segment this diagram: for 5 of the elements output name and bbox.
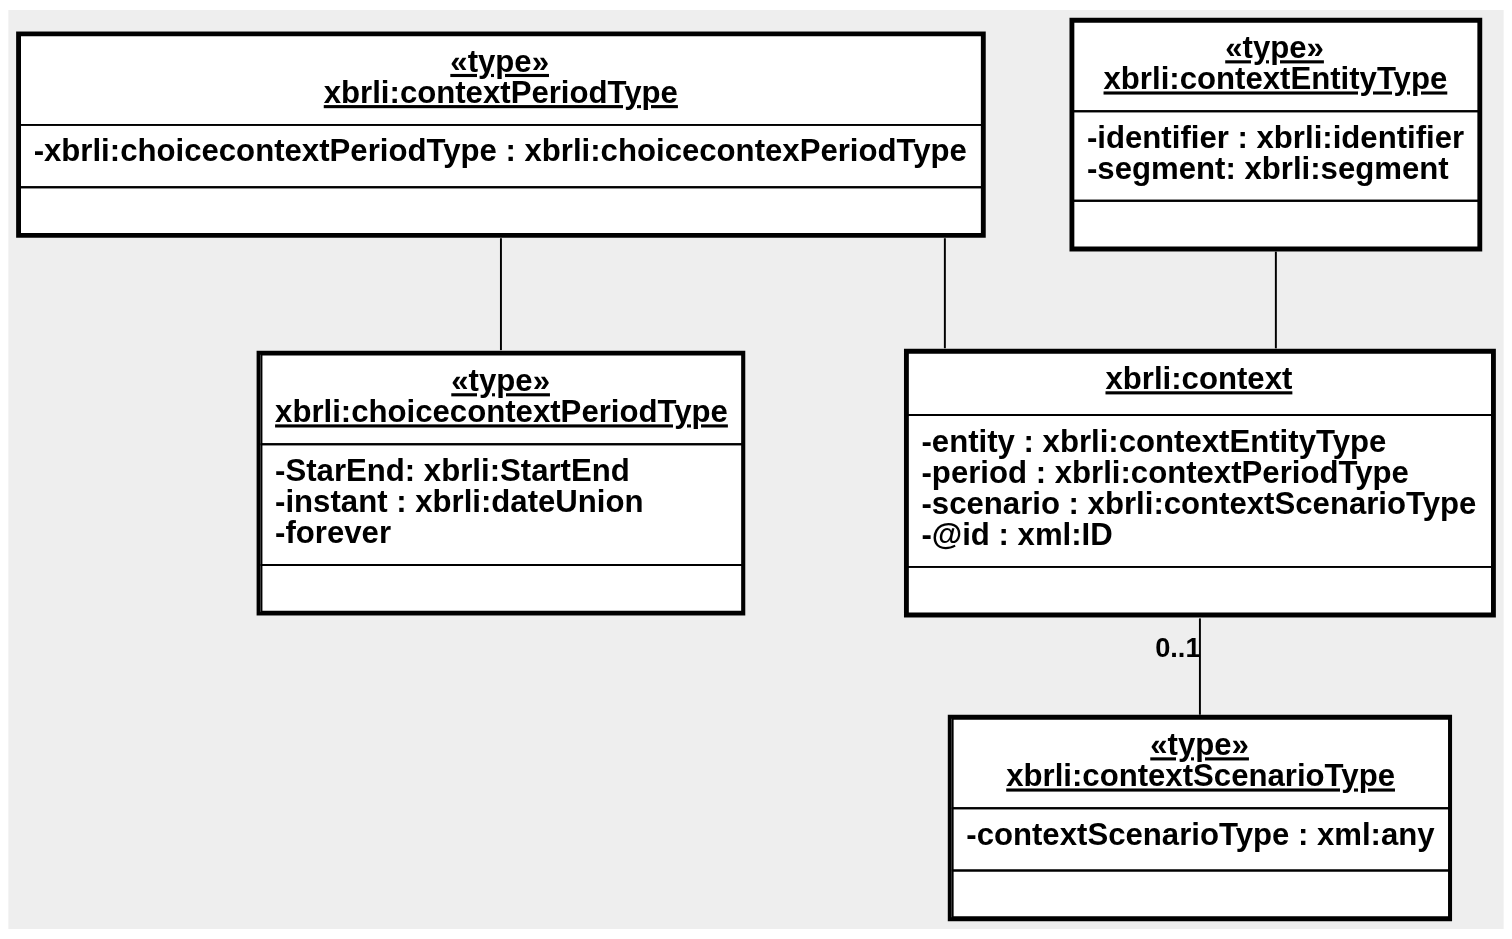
- connector: [1274, 250, 1277, 350]
- edge-label: 0..1: [1155, 632, 1201, 664]
- connector: [943, 237, 946, 350]
- connector: [1198, 617, 1201, 716]
- connector: [499, 237, 502, 352]
